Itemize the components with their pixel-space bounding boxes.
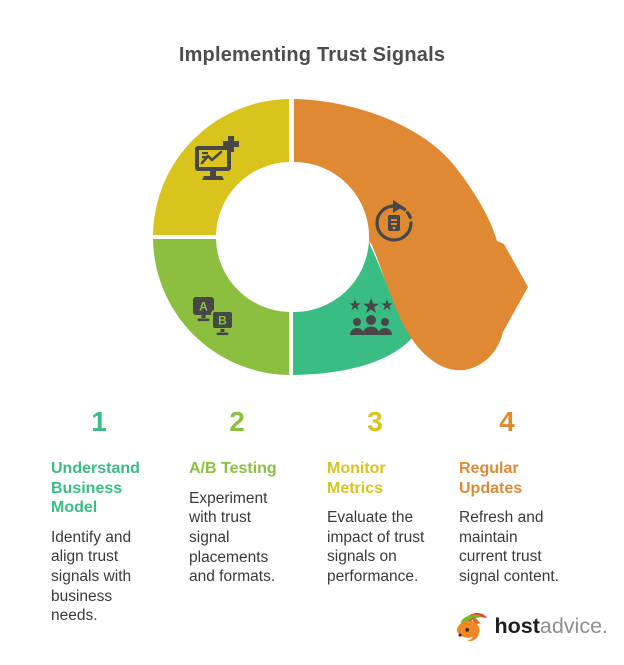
step-number: 3 [367, 406, 383, 437]
rated-people-icon: ★ ★ ★ [348, 294, 394, 335]
svg-text:★: ★ [380, 296, 393, 314]
hostadvice-logo: hostadvice. [452, 608, 608, 646]
svg-text:A: A [199, 300, 208, 314]
step-column-1: 1 Understand Business Model Identify and… [51, 408, 153, 626]
step-column-2: 2 A/B Testing Experiment with trust sign… [189, 408, 291, 587]
content-refresh-icon [375, 200, 413, 242]
step-number: 1 [91, 406, 107, 437]
step-description: Identify and align trust signals with bu… [51, 528, 132, 625]
svg-text:★: ★ [362, 294, 381, 318]
fox-mascot-icon [457, 612, 488, 642]
step-description: Evaluate the impact of trust signals on … [327, 509, 425, 586]
segment-regular-updates-arrow [294, 99, 528, 371]
step-title: Understand Business Model [51, 460, 140, 517]
step-number: 2 [229, 406, 245, 437]
step-title: Regular Updates [459, 460, 523, 497]
step-description: Experiment with trust signal placements … [189, 489, 276, 586]
brand-advice: advice. [539, 614, 608, 639]
step-description: Refresh and maintain current trust signa… [459, 509, 559, 586]
step-title: A/B Testing [189, 460, 277, 477]
steps-row: 1 Understand Business Model Identify and… [0, 408, 624, 638]
metrics-monitor-icon [195, 136, 239, 180]
step-column-3: 3 Monitor Metrics Evaluate the impact of… [327, 408, 451, 587]
step-column-4: 4 Regular Updates Refresh and maintain c… [459, 408, 569, 587]
segment-understand-business [293, 241, 412, 375]
brand-host: host [494, 614, 540, 639]
brand-wordmark: hostadvice. [494, 616, 608, 638]
ab-test-monitors-icon: A B [193, 297, 234, 336]
svg-text:★: ★ [348, 296, 361, 314]
cycle-diagram: A B ★ ★ ★ [153, 99, 528, 375]
page-title: Implementing Trust Signals [178, 44, 446, 66]
segment-ab-testing [153, 239, 289, 375]
step-title: Monitor Metrics [327, 460, 386, 497]
svg-text:B: B [218, 314, 227, 328]
step-number: 4 [499, 406, 515, 437]
